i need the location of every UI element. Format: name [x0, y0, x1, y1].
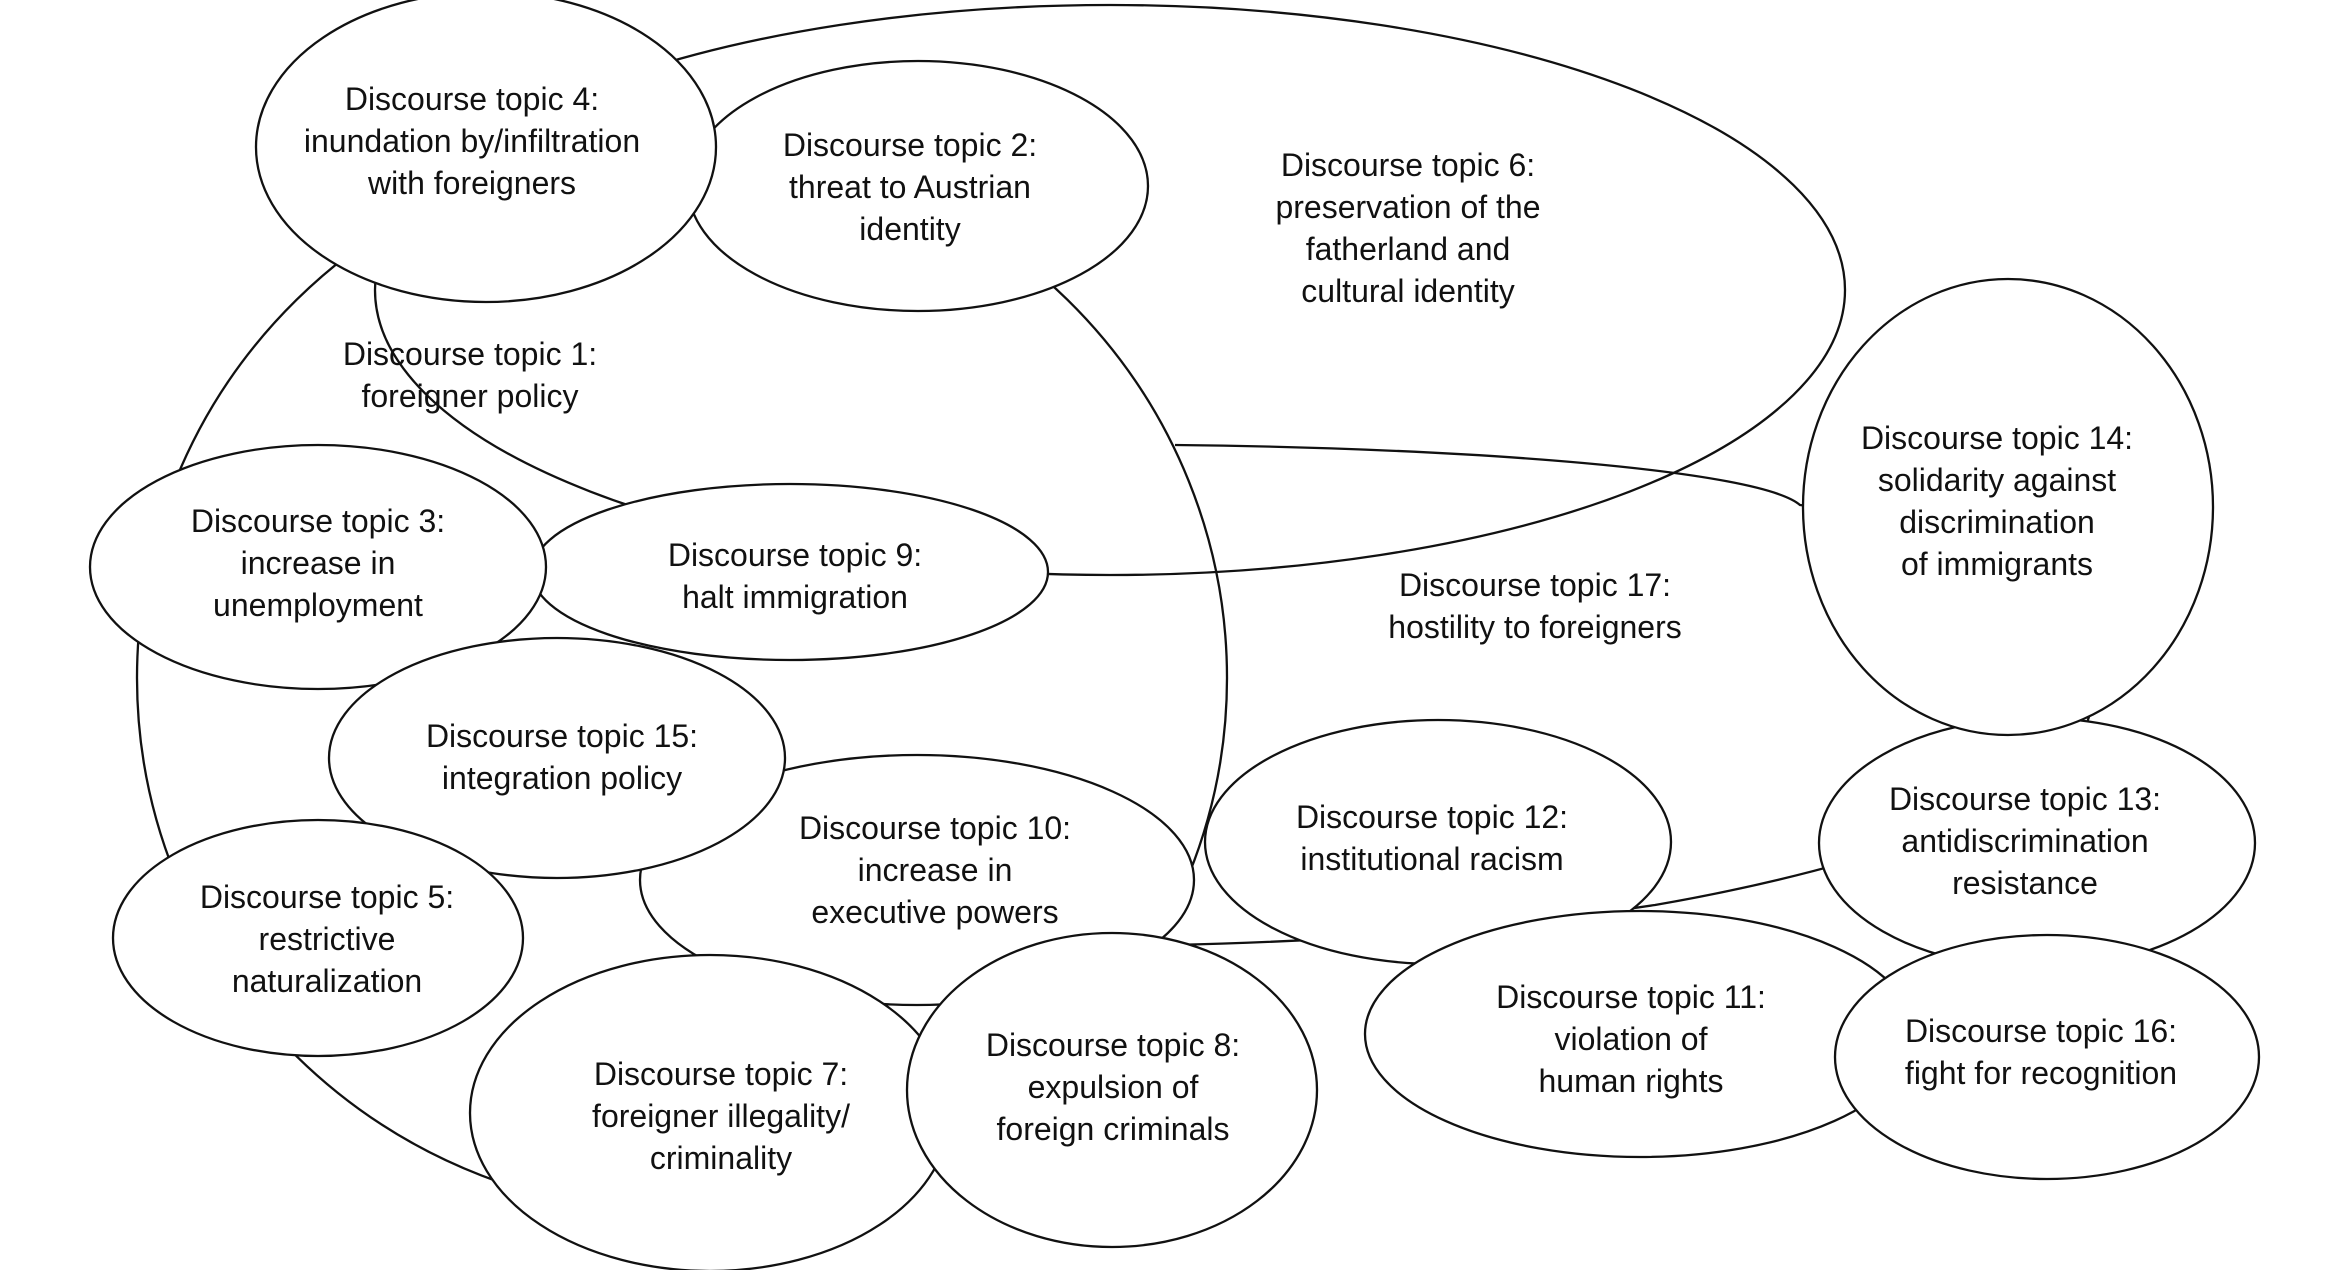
topic-label-line: Discourse topic 11:	[1496, 979, 1766, 1015]
topic-14-ellipse	[1801, 277, 2215, 737]
topic-label-line: preservation of the	[1275, 189, 1541, 225]
topic-label-line: naturalization	[231, 963, 423, 999]
topic-3-ellipse	[88, 443, 548, 691]
topic-label-line: institutional racism	[1300, 841, 1564, 877]
topic-label-line: expulsion of	[1027, 1069, 1199, 1105]
topic-label-line: increase in	[857, 852, 1013, 888]
topic-label-line: integration policy	[441, 760, 683, 796]
topic-label-line: resistance	[1952, 865, 2098, 901]
topic-label-line: identity	[859, 211, 961, 247]
topic-label-line: halt immigration	[682, 579, 908, 615]
topic-label-line: restrictive	[258, 921, 396, 957]
topic-1-label: Discourse topic 1: foreigner policy	[343, 333, 597, 417]
topic-8-ellipse	[905, 931, 1319, 1249]
topic-label-line: hostility to foreigners	[1388, 609, 1682, 645]
topic-label-line: inundation by/infiltration	[303, 123, 641, 159]
topic-label-line: executive powers	[811, 894, 1059, 930]
topic-8-label: Discourse topic 8: expulsion of foreign cr…	[986, 1024, 1240, 1150]
topic-5-label: Discourse topic 5: restrictive naturalizat…	[200, 876, 454, 1002]
topic-label-line: foreigner policy	[361, 378, 579, 414]
topic-label-line: Discourse topic 9:	[667, 537, 923, 573]
topic-label-line: criminality	[649, 1140, 793, 1176]
topic-label-line: human rights	[1538, 1063, 1724, 1099]
topic-label-line: Discourse topic 6:	[1280, 147, 1536, 183]
topic-label-line: cultural identity	[1301, 273, 1515, 309]
topic-label-line: solidarity against	[1877, 462, 2117, 498]
topic-label-line: discrimination	[1899, 504, 2095, 540]
topic-16-label: Discourse topic 16: fight for recognition	[1905, 1010, 2177, 1094]
topic-16-ellipse	[1833, 933, 2261, 1181]
topic-label-line: threat to Austrian	[789, 169, 1031, 205]
topic-label-line: Discourse topic 2:	[782, 127, 1038, 163]
topic-label-line: Discourse topic 13:	[1888, 781, 2162, 817]
topic-5-ellipse	[111, 818, 525, 1058]
topic-label-line: foreigner illegality/	[592, 1098, 850, 1134]
topic-label-line: fight for recognition	[1904, 1055, 2178, 1091]
topic-2-label: Discourse topic 2: threat to Austrian iden…	[783, 124, 1037, 250]
topic-label-line: Discourse topic 8:	[985, 1027, 1241, 1063]
topic-13-label: Discourse topic 13: antidiscrimination res…	[1889, 778, 2161, 904]
topic-label-line: foreign criminals	[996, 1111, 1230, 1147]
topic-10-label: Discourse topic 10: increase in executive …	[799, 807, 1071, 933]
topic-label-line: Discourse topic 14:	[1860, 420, 2134, 456]
topic-label-line: fatherland and	[1305, 231, 1511, 267]
topic-label-line: Discourse topic 17:	[1398, 567, 1672, 603]
topic-label-line: Discourse topic 4:	[344, 81, 600, 117]
topic-14-label: Discourse topic 14: solidarity against dis…	[1861, 417, 2133, 585]
topic-label-line: Discourse topic 1:	[342, 336, 598, 372]
topic-label-line: increase in	[240, 545, 396, 581]
topic-4-ellipse	[254, 0, 718, 304]
topic-label-line: antidiscrimination	[1901, 823, 2149, 859]
topic-15-label: Discourse topic 15: integration policy	[426, 715, 698, 799]
topic-4-label: Discourse topic 4: inundation by/infiltra…	[304, 78, 640, 204]
topic-label-line: Discourse topic 5:	[199, 879, 455, 915]
topic-label-line: unemployment	[213, 587, 423, 623]
topic-label-line: violation of	[1554, 1021, 1708, 1057]
topic-7-label: Discourse topic 7: foreigner illegality/c…	[592, 1053, 850, 1179]
topic-label-line: with foreigners	[367, 165, 577, 201]
topic-label-line: Discourse topic 12:	[1295, 799, 1569, 835]
topic-6-label: Discourse topic 6: preservation of the fat…	[1275, 144, 1540, 312]
topic-label-line: Discourse topic 7:	[593, 1056, 849, 1092]
topic-label-line: of immigrants	[1900, 546, 2094, 582]
topic-label-line: Discourse topic 16:	[1904, 1013, 2178, 1049]
topic-6-region-outline	[373, 3, 1847, 577]
topic-label-line: Discourse topic 15:	[425, 718, 699, 754]
topic-label-line: Discourse topic 3:	[190, 503, 446, 539]
topic-label-line: Discourse topic 10:	[798, 810, 1072, 846]
topic-15-ellipse	[327, 636, 787, 880]
topic-9-label: Discourse topic 9: halt immigration	[668, 534, 922, 618]
topic-12-label: Discourse topic 12: institutional racism	[1296, 796, 1568, 880]
topic-11-label: Discourse topic 11: violation of human rig…	[1496, 976, 1766, 1102]
topic-17-label: Discourse topic 17: hostility to foreigne…	[1388, 564, 1681, 648]
topic-3-label: Discourse topic 3: increase in unemploymen…	[191, 500, 445, 626]
